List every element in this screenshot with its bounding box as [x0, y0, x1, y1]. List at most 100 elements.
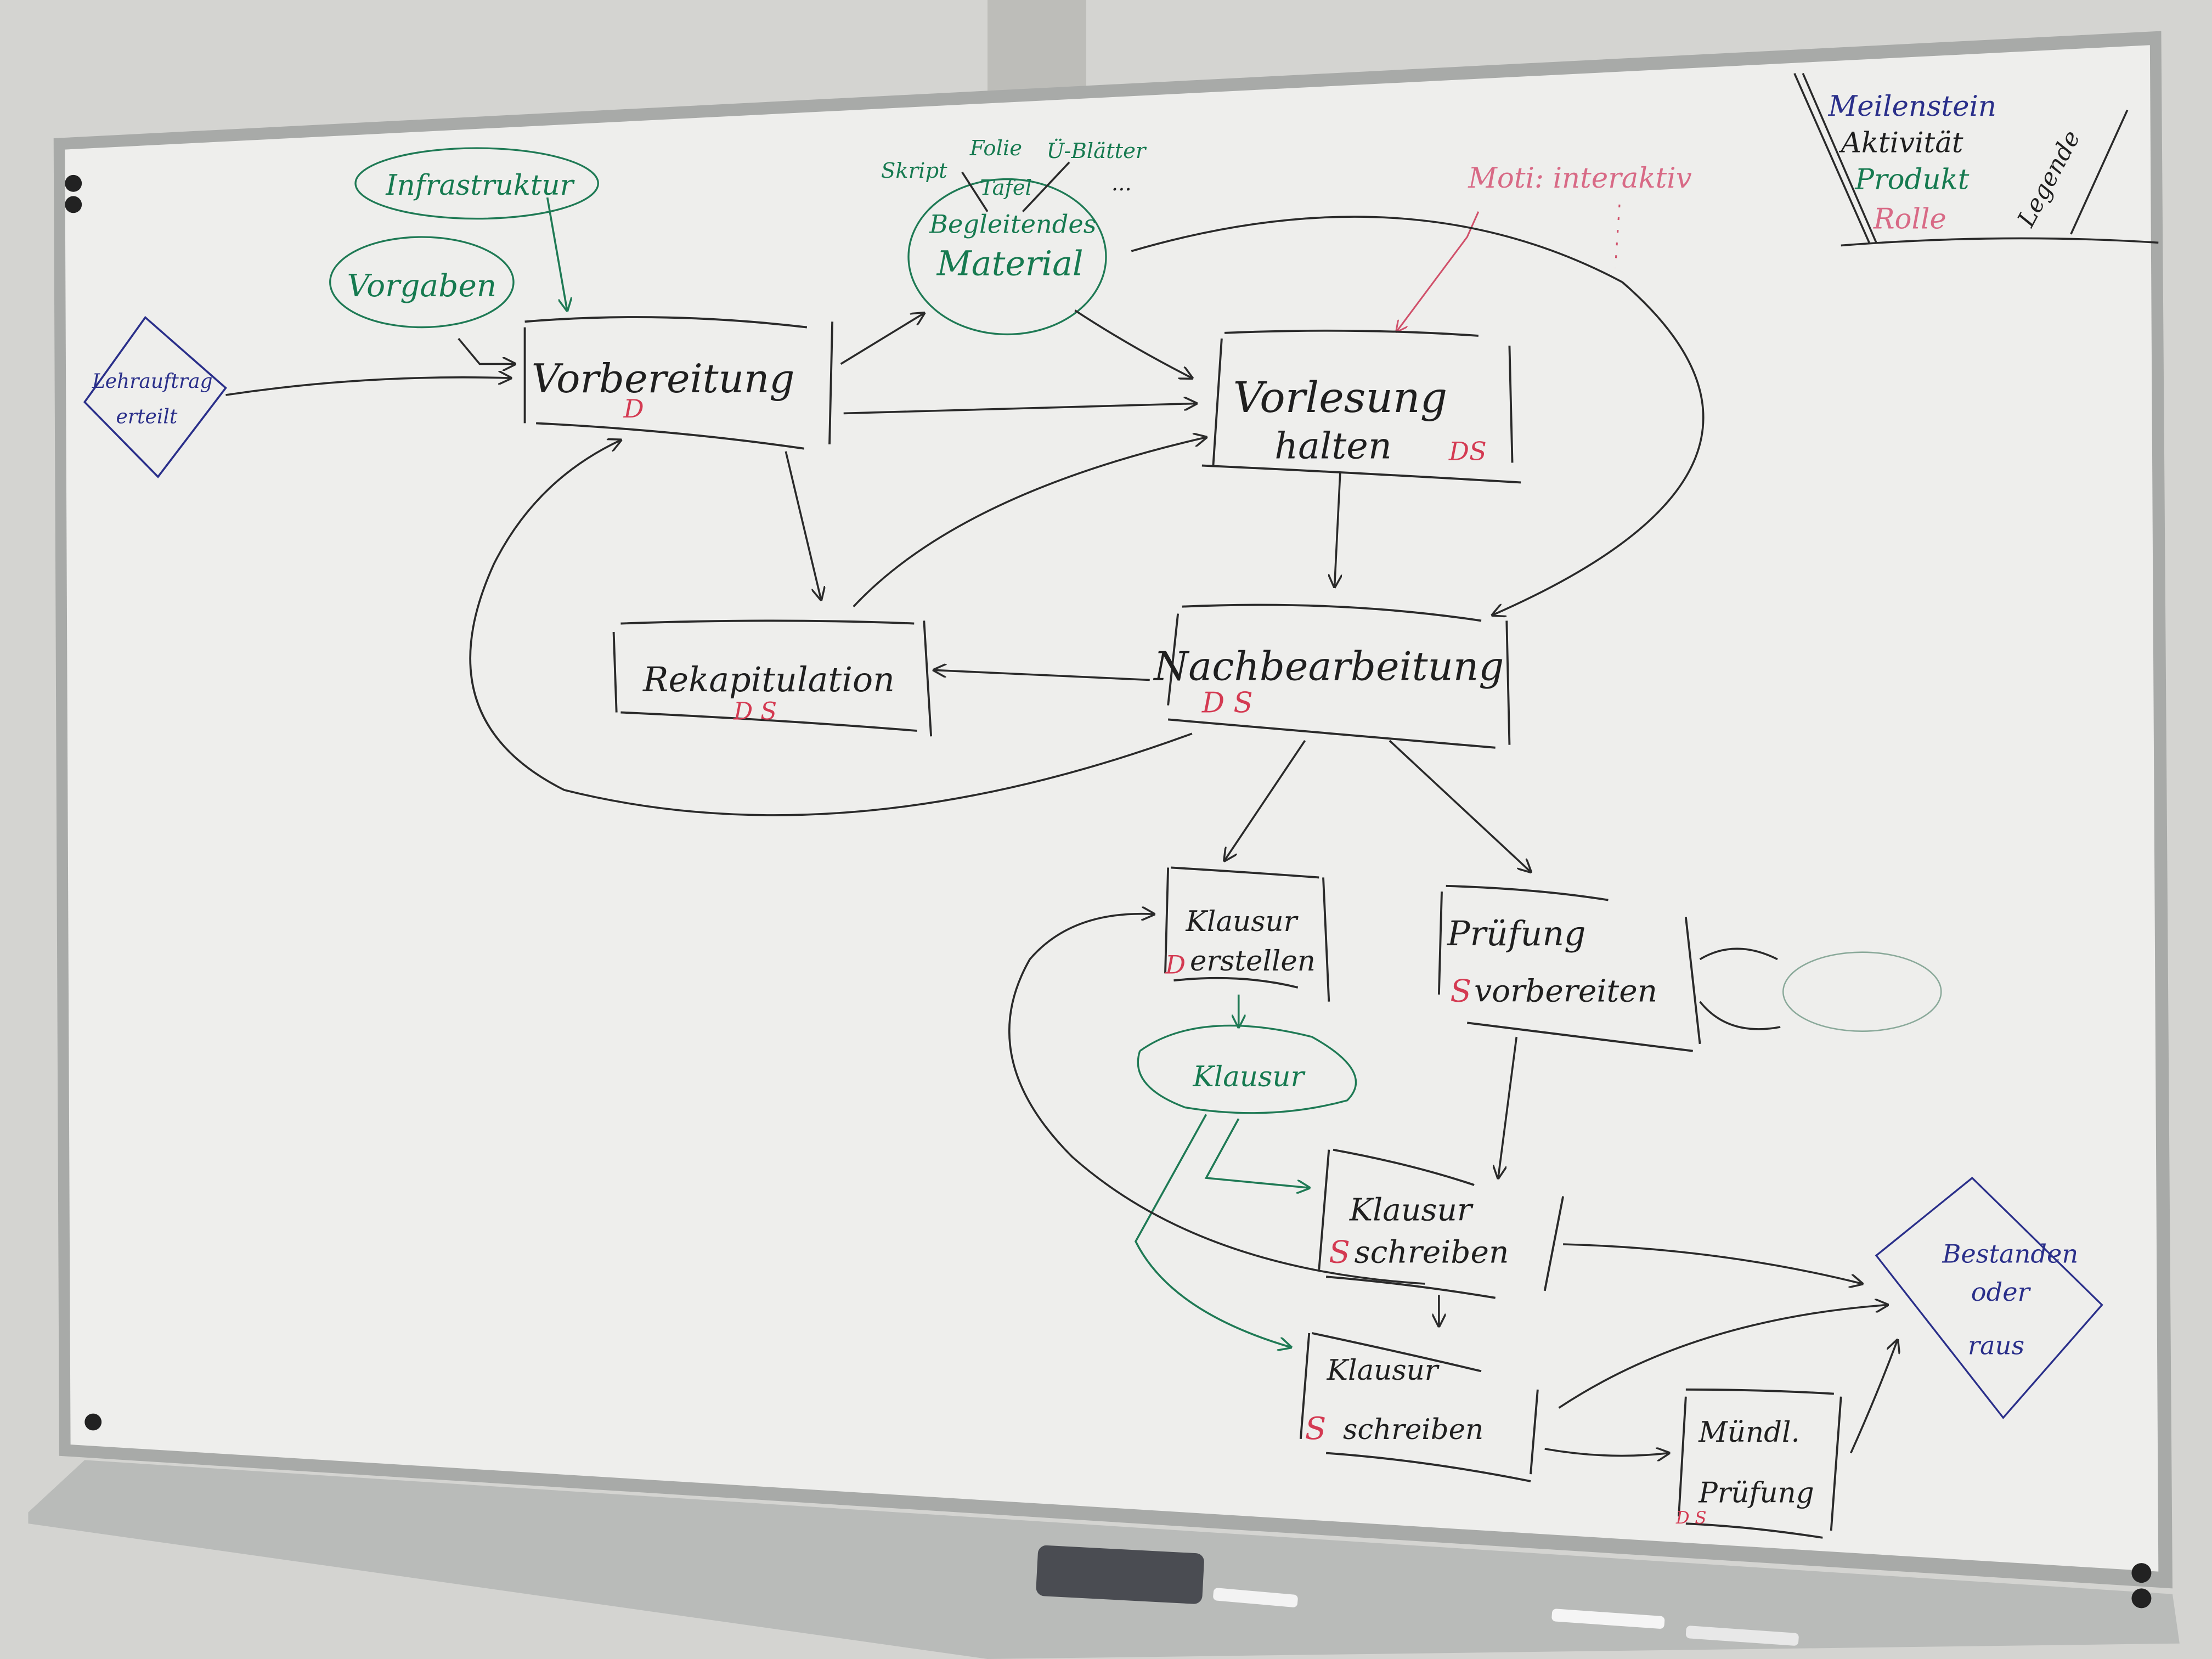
activity-label: Prüfung [1447, 914, 1586, 953]
activity-vorbereitung: Vorbereitung D [523, 316, 834, 450]
activity-pruefung-vorbereiten: Prüfung S vorbereiten [1437, 884, 1701, 1052]
arrow-vorbereitung-to-vorlesung [843, 403, 1197, 415]
arrow-nachbearbeitung-to-klausur-erstellen [1224, 740, 1306, 861]
role-label: D S [1675, 1508, 1707, 1528]
activity-label: Klausur [1349, 1192, 1474, 1228]
role-label: D S [733, 697, 777, 725]
role-label: D [623, 394, 644, 424]
activity-label: Prüfung [1698, 1477, 1814, 1510]
legend-milestone: Meilenstein [1828, 90, 1996, 123]
activity-label: erstellen [1190, 945, 1316, 978]
magnet [65, 174, 82, 192]
arrow-schreiben-loop-to-klausur-erstellen [1008, 914, 1425, 1285]
product-label: Klausur [1192, 1060, 1306, 1093]
cloud-shape [1782, 951, 1942, 1032]
product-begleitendes-material: Begleitendes Material Skript Folie Ü-Blä… [881, 136, 1147, 336]
material-type: Tafel [980, 176, 1032, 200]
arrow-schreiben-1-to-bestanden [1563, 1243, 1862, 1284]
product-label: Material [936, 244, 1084, 283]
arrow-nachbearbeitung-to-pruefung [1389, 740, 1531, 872]
role-label: D [1165, 950, 1186, 979]
marker-blue[interactable] [1213, 1588, 1299, 1608]
product-vorgaben: Vorgaben [329, 236, 515, 329]
milestone-label: raus [1968, 1331, 2024, 1361]
role-label: D S [1201, 687, 1253, 720]
material-type-lines [961, 161, 1070, 212]
arrow-pruefung-cloud-loop [1699, 947, 1781, 1030]
role-label: S [1329, 1234, 1350, 1270]
material-type: Ü-Blätter [1047, 138, 1147, 163]
product-label: Vorgaben [347, 268, 496, 304]
diamond-shape [1875, 1176, 2103, 1419]
legend-activity: Aktivität [1839, 127, 1963, 160]
arrow-muendl-to-bestanden [1850, 1340, 1898, 1454]
activity-label: vorbereiten [1474, 973, 1657, 1009]
marker-red[interactable] [1685, 1626, 1799, 1646]
activity-klausur-schreiben-2: Klausur S schreiben [1299, 1332, 1539, 1482]
connectors [225, 197, 1898, 1456]
legend-product: Produkt [1854, 163, 1969, 196]
arrow-vorlesung-to-nachbearbeitung [1335, 472, 1340, 586]
material-type: Folie [969, 136, 1022, 161]
arrow-klausur-to-schreiben-2 [1134, 1114, 1291, 1347]
legend-role: Rolle [1873, 203, 1946, 236]
eraser[interactable] [1036, 1545, 1205, 1604]
magnet [2131, 1563, 2152, 1583]
arrow-schreiben-2-to-muendl [1544, 1449, 1669, 1456]
activity-label: Rekapitulation [642, 660, 895, 699]
activity-label: Klausur [1327, 1354, 1440, 1387]
arrow-vorgaben-to-vorbereitung [458, 337, 515, 364]
role-label: DS [1448, 436, 1487, 466]
activity-label: schreiben [1355, 1234, 1509, 1270]
arrow-material-to-vorlesung [1074, 309, 1192, 378]
milestone-label: oder [1971, 1277, 2032, 1307]
arrow-klausur-to-schreiben-1 [1204, 1118, 1310, 1188]
arrow-start-to-vorbereitung [225, 377, 510, 396]
diamond-shape [83, 315, 227, 478]
activity-muendl-pruefung: Mündl. Prüfung D S [1675, 1388, 1842, 1539]
arrow-rekapitulation-to-vorlesung [853, 437, 1206, 607]
milestone-lehrauftrag-erteilt: Lehrauftrag erteilt [83, 315, 227, 478]
activity-label: Mündl. [1698, 1416, 1800, 1449]
activity-rekapitulation: Rekapitulation D S [612, 619, 933, 737]
marker-black[interactable] [1551, 1609, 1665, 1629]
activity-label: Vorlesung [1233, 373, 1448, 422]
activity-nachbearbeitung: Nachbearbeitung D S [1153, 603, 1511, 749]
role-label: S [1450, 973, 1471, 1009]
arrow-vorbereitung-to-material [840, 313, 924, 365]
arrow-schreiben-2-to-bestanden [1558, 1305, 1887, 1409]
activity-klausur-schreiben-1: Klausur S schreiben [1318, 1148, 1565, 1299]
legend-frame [1793, 72, 2159, 247]
activity-vorlesung-halten: Vorlesung halten DS [1201, 329, 1521, 484]
product-klausur: Klausur [1137, 1024, 1357, 1114]
product-infrastruktur: Infrastruktur [354, 147, 599, 220]
arrow-nachbearbeitung-to-rekapitulation [934, 670, 1150, 681]
arrow-material-to-nachbearbeitung [1131, 216, 1705, 615]
annotation-dotted-line [1614, 204, 1621, 268]
activity-label: Vorbereitung [532, 356, 795, 402]
magnet [2131, 1588, 2152, 1609]
arrow-infrastruktur-to-vorbereitung [546, 197, 567, 311]
magnet [65, 196, 82, 213]
activity-label: Nachbearbeitung [1153, 643, 1504, 689]
annotation-motivation: Moti: interaktiv [1468, 162, 1692, 195]
product-label: Infrastruktur [385, 169, 575, 202]
activity-klausur-erstellen: Klausur erstellen D [1164, 866, 1330, 1002]
product-label: Begleitendes [929, 209, 1096, 239]
wall-pillar [988, 0, 1086, 99]
milestone-label: Bestanden [1942, 1239, 2078, 1268]
activity-label: Klausur [1186, 905, 1299, 938]
milestone-label: Lehrauftrag [92, 370, 213, 393]
material-type: Skript [881, 159, 947, 183]
role-label: S [1305, 1410, 1327, 1447]
arrow-nachbearbeitung-loop-to-vorbereitung [469, 440, 1193, 816]
activity-label: schreiben [1343, 1413, 1483, 1446]
milestone-bestanden-oder-raus: Bestanden oder raus [1875, 1176, 2103, 1419]
milestone-label: erteilt [116, 405, 178, 428]
annotation-arrow [1397, 211, 1480, 332]
arrow-pruefung-to-klausur-schreiben [1498, 1036, 1518, 1178]
arrow-vorbereitung-to-rekapitulation [785, 451, 821, 600]
magnet [84, 1413, 102, 1431]
activity-label: halten [1274, 425, 1392, 467]
